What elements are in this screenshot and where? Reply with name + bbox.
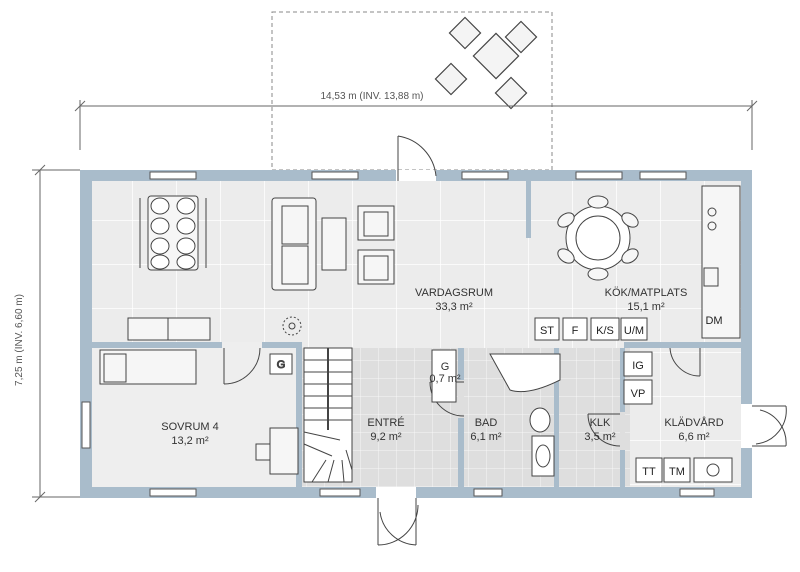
fixture-ks: K/S	[596, 325, 614, 337]
appliance-row: ST F K/S U/M DM	[534, 315, 723, 341]
terrace-table-set	[434, 16, 538, 110]
kitchen-counter	[701, 185, 741, 339]
dining-table-round	[557, 195, 639, 281]
laundry-fixtures: IG VP TT TM	[623, 351, 733, 483]
fixture-ig: IG	[632, 360, 644, 372]
room-area-vardagsrum: 33,3 m²	[435, 301, 473, 313]
room-name-klk: KLK	[590, 417, 611, 429]
bedroom-furniture: G	[99, 349, 299, 475]
closet-g	[431, 349, 457, 403]
room-area-kok: 15,1 m²	[627, 301, 665, 313]
room-area-kladvard: 6,6 m²	[678, 431, 710, 443]
room-name-sovrum: SOVRUM 4	[161, 421, 218, 433]
fixture-st: ST	[540, 325, 554, 337]
windows	[81, 171, 715, 497]
front-door	[377, 135, 787, 546]
bathroom-fixtures	[489, 353, 561, 477]
room-labels: VARDAGSRUM 33,3 m² KÖK/MATPLATS 15,1 m² …	[161, 287, 723, 447]
width-dimension: 14,53 m (INV. 13,88 m)	[74, 91, 758, 150]
height-dimension: 7,25 m (INV. 6,60 m)	[14, 164, 80, 503]
room-area-bad: 6,1 m²	[470, 431, 502, 443]
fixture-tm: TM	[669, 466, 685, 478]
room-area-sovrum: 13,2 m²	[171, 435, 209, 447]
room-area-klk: 3,5 m²	[584, 431, 616, 443]
fixture-dm: DM	[705, 315, 722, 327]
width-dimension-label: 14,53 m (INV. 13,88 m)	[320, 91, 423, 102]
room-name-bad: BAD	[475, 417, 498, 429]
fixture-f: F	[572, 325, 579, 337]
fixture-g: G	[277, 359, 286, 371]
room-name-vardagsrum: VARDAGSRUM	[415, 287, 493, 299]
room-area-g: 0,7 m²	[429, 373, 461, 385]
staircase	[303, 347, 353, 483]
living-room-sofa	[271, 197, 395, 291]
fixture-tt: TT	[642, 466, 656, 478]
room-name-entre: ENTRÉ	[367, 416, 404, 429]
wet-floor	[300, 348, 630, 488]
room-name-g: G	[441, 361, 450, 373]
room-area-entre: 9,2 m²	[370, 431, 402, 443]
fixture-um: U/M	[624, 325, 644, 337]
height-dimension-label: 7,25 m (INV. 6,60 m)	[14, 294, 25, 386]
fixture-vp: VP	[631, 388, 646, 400]
room-name-kladvard: KLÄDVÅRD	[664, 416, 723, 429]
room-name-kok: KÖK/MATPLATS	[605, 287, 688, 299]
dining-table-left	[139, 195, 207, 271]
sideboard	[127, 316, 302, 341]
